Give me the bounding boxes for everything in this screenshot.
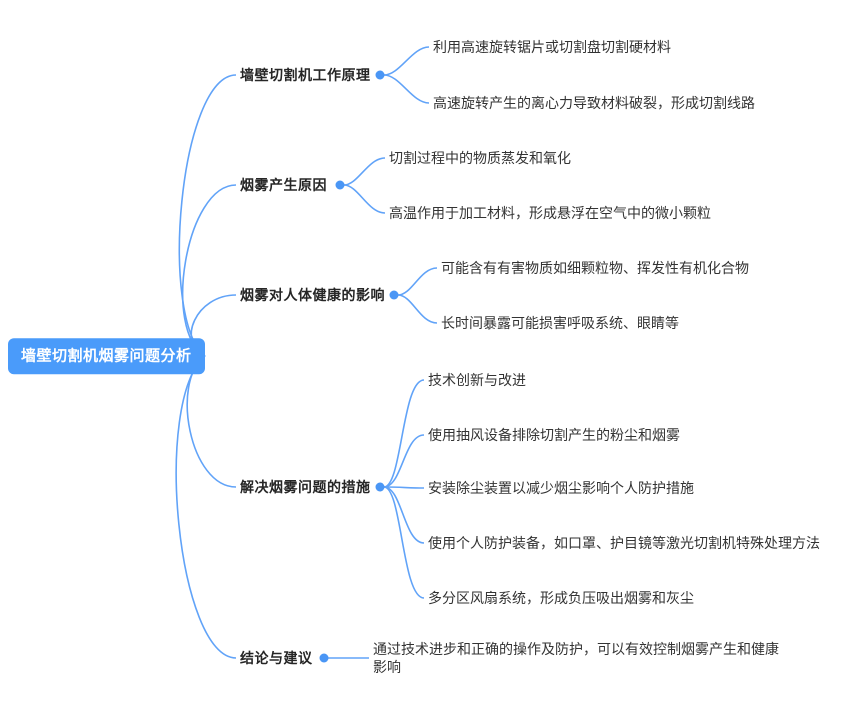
collapse-dot-branch5[interactable] [319, 653, 329, 663]
leaf-b4-c5[interactable]: 多分区风扇系统，形成负压吸出烟雾和灰尘 [428, 589, 694, 606]
edge-b4-c2 [383, 434, 425, 488]
branch-conclusion[interactable]: 结论与建议 [240, 649, 313, 666]
leaf-b4-c1[interactable]: 技术创新与改进 [428, 371, 526, 388]
edge-root-branch1 [178, 74, 237, 357]
edge-b3-c2 [397, 294, 438, 324]
leaf-b2-c2[interactable]: 高温作用于加工材料，形成悬浮在空气中的微小颗粒 [389, 204, 711, 221]
edge-b4-c4 [383, 486, 425, 544]
edge-b4-c5 [383, 486, 425, 599]
leaf-b5-c1[interactable]: 通过技术进步和正确的操作及防护，可以有效控制烟雾产生和健康影响 [373, 640, 779, 675]
root-node[interactable]: 墙壁切割机烟雾问题分析 [8, 338, 205, 374]
leaf-b4-c3[interactable]: 安装除尘装置以减少烟尘影响个人防护措施 [428, 479, 694, 496]
branch-solutions[interactable]: 解决烟雾问题的措施 [240, 478, 371, 495]
edge-b1-c1 [383, 46, 430, 76]
leaf-b3-c1[interactable]: 可能含有有害物质如细颗粒物、挥发性有机化合物 [441, 259, 749, 276]
edge-b2-c1 [343, 157, 386, 186]
edge-b4-c1 [383, 379, 425, 488]
collapse-dot-branch4[interactable] [375, 482, 385, 492]
edge-b3-c1 [397, 267, 438, 296]
leaf-b3-c2[interactable]: 长时间暴露可能损害呼吸系统、眼睛等 [441, 314, 679, 331]
edge-root-branch5 [175, 355, 237, 659]
branch-smoke-causes[interactable]: 烟雾产生原因 [240, 176, 327, 193]
leaf-b4-c2[interactable]: 使用抽风设备排除切割产生的粉尘和烟雾 [428, 426, 680, 443]
edge-b2-c2 [343, 184, 386, 214]
collapse-dot-branch1[interactable] [375, 70, 385, 80]
collapse-dot-branch2[interactable] [335, 180, 345, 190]
leaf-b1-c1[interactable]: 利用高速旋转锯片或切割盘切割硬材料 [433, 38, 671, 55]
edge-b4-c3 [383, 486, 425, 489]
leaf-b4-c4[interactable]: 使用个人防护装备，如口罩、护目镜等激光切割机特殊处理方法 [428, 534, 820, 551]
edge-root-branch4 [186, 355, 237, 488]
edge-b1-c2 [383, 74, 430, 104]
leaf-b2-c1[interactable]: 切割过程中的物质蒸发和氧化 [389, 149, 571, 166]
branch-health-impact[interactable]: 烟雾对人体健康的影响 [240, 286, 385, 303]
leaf-b1-c2[interactable]: 高速旋转产生的离心力导致材料破裂，形成切割线路 [433, 94, 755, 111]
collapse-dot-branch3[interactable] [389, 290, 399, 300]
branch-working-principle[interactable]: 墙壁切割机工作原理 [240, 66, 371, 83]
